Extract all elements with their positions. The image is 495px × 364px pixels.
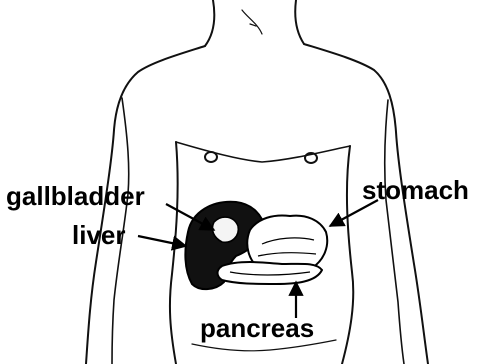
organs (185, 202, 327, 289)
gallbladder-organ (212, 217, 238, 242)
liver-pointer (138, 236, 186, 246)
liver-label: liver (72, 222, 126, 248)
gallbladder-label: gallbladder (6, 183, 145, 209)
pancreas-label: pancreas (200, 315, 314, 341)
stomach-label: stomach (362, 177, 469, 203)
